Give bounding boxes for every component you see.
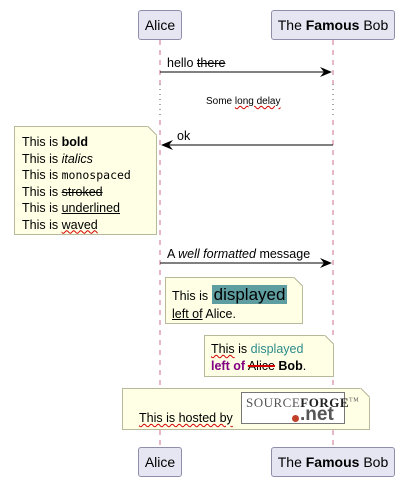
logo-tm: TM bbox=[349, 397, 360, 404]
participant-bob-bottom: The Famous Bob bbox=[271, 447, 395, 477]
note-bold-text: bold bbox=[61, 135, 88, 149]
note-line-bold: This is bold bbox=[22, 134, 156, 151]
note-displayed-line1: This is displayed bbox=[172, 285, 302, 305]
note-right-period: . bbox=[302, 359, 307, 373]
note-underlined-text: underlined bbox=[61, 201, 120, 215]
note-fold bbox=[324, 335, 334, 345]
note-right-line1: This is displayed bbox=[211, 341, 333, 358]
arrow-formatted bbox=[160, 258, 332, 268]
note-line-mono: This is monospaced bbox=[22, 167, 156, 184]
note-fold bbox=[360, 388, 370, 398]
note-hosted-text: This is hosted by bbox=[139, 411, 233, 425]
logo-dot-icon bbox=[292, 415, 299, 422]
delay-underlined: long delay bbox=[234, 96, 281, 107]
note-stroked-text: stroked bbox=[61, 184, 103, 199]
note-prefix: This is bbox=[22, 184, 59, 199]
logo-forge: FORGE bbox=[300, 395, 350, 410]
note-line-italics: This is italics bbox=[22, 151, 156, 168]
participant-alice-top: Alice bbox=[138, 10, 182, 40]
message-formatted-suffix: message bbox=[259, 247, 311, 261]
note-line-stroked: This is stroked bbox=[22, 184, 156, 201]
sourceforge-logo: SOURCEFORGETM .net bbox=[241, 392, 359, 425]
message-hello-struck: there bbox=[196, 56, 226, 70]
note-prefix: This is bbox=[22, 201, 59, 215]
delay-label: Some long delay bbox=[206, 96, 281, 107]
logo-source: SOURCE bbox=[246, 395, 301, 410]
note-right: This is displayed left of Alice Bob. bbox=[204, 335, 334, 377]
note-prefix: This is bbox=[22, 135, 59, 149]
note-fold bbox=[147, 126, 157, 136]
note-right-is: is bbox=[238, 342, 248, 356]
bob-prefix-bottom: The bbox=[277, 454, 302, 470]
arrow-ok bbox=[161, 140, 333, 150]
participant-alice-label-bottom: Alice bbox=[144, 454, 176, 470]
note-line-underlined: This is underlined bbox=[22, 200, 156, 217]
note-displayed-left-of: left of bbox=[172, 307, 203, 321]
note-right-left-of: left of bbox=[211, 359, 246, 373]
logo-net: .net bbox=[300, 404, 334, 425]
bob-bold: Famous bbox=[305, 17, 360, 33]
message-formatted-prefix: A bbox=[167, 247, 175, 261]
bob-suffix-bottom: Bob bbox=[363, 454, 389, 470]
note-displayed-prefix: This is bbox=[172, 289, 209, 303]
note-prefix: This is bbox=[22, 217, 59, 232]
message-ok: ok bbox=[177, 129, 190, 143]
sourceforge-logo-top: SOURCEFORGETM bbox=[246, 395, 359, 411]
note-right-displayed: displayed bbox=[250, 342, 304, 356]
note-displayed: This is displayed left of Alice. bbox=[165, 277, 303, 324]
message-formatted: A well formatted message bbox=[167, 247, 310, 261]
participant-alice-label: Alice bbox=[144, 17, 176, 33]
note-right-this: This bbox=[211, 342, 235, 356]
note-prefix: This is bbox=[22, 151, 59, 166]
message-hello-plain: hello bbox=[167, 56, 194, 70]
note-line-waved: This is waved bbox=[22, 217, 156, 234]
bob-suffix: Bob bbox=[363, 17, 389, 33]
message-ok-text: ok bbox=[177, 129, 191, 143]
participant-alice-bottom: Alice bbox=[138, 447, 182, 477]
note-italics-text: italics bbox=[61, 151, 93, 166]
note-right-bob: Bob bbox=[278, 359, 303, 373]
note-displayed-alice: Alice. bbox=[205, 307, 236, 321]
note-right-alice-struck: Alice bbox=[247, 359, 275, 373]
bob-prefix: The bbox=[277, 17, 302, 33]
delay-prefix: Some bbox=[206, 96, 233, 107]
note-displayed-line2: left of Alice. bbox=[172, 305, 302, 323]
note-fold bbox=[293, 277, 303, 287]
message-formatted-italic: well formatted bbox=[178, 247, 256, 261]
note-displayed-highlight: displayed bbox=[211, 285, 288, 304]
message-hello: hello there bbox=[167, 56, 225, 70]
note-mono-text: monospaced bbox=[61, 168, 131, 182]
note-right-line2: left of Alice Bob. bbox=[211, 358, 333, 375]
note-prefix: This is bbox=[22, 168, 59, 182]
bob-bold-bottom: Famous bbox=[305, 454, 360, 470]
participant-bob-top: The Famous Bob bbox=[271, 10, 395, 40]
note-waved-text: waved bbox=[61, 217, 98, 232]
arrow-hello bbox=[160, 67, 332, 77]
note-formatting: This is bold This is italics This is mon… bbox=[14, 126, 157, 235]
